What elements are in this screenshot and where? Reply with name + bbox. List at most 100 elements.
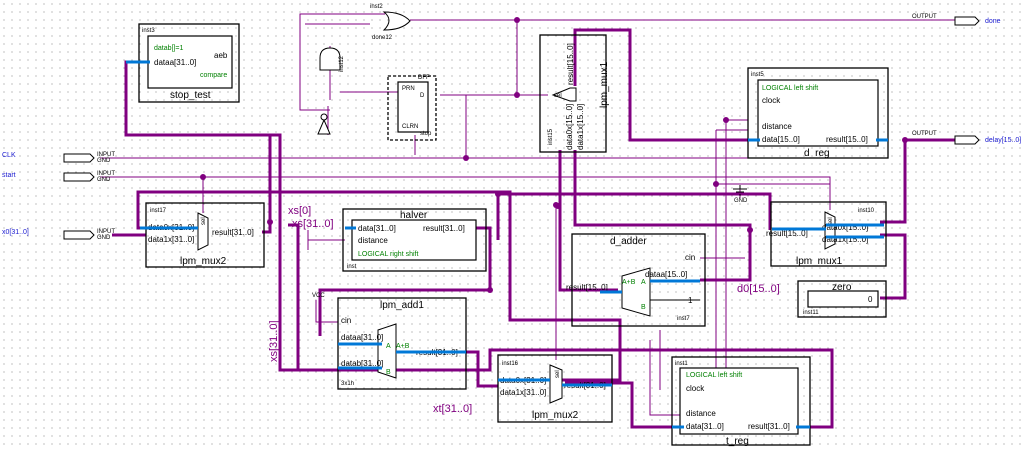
mux2-mid-title: lpm_mux2 [532,410,579,421]
svg-text:result[15..0]: result[15..0] [566,43,575,85]
svg-text:GND: GND [734,198,748,204]
not-gate[interactable] [317,113,331,135]
svg-text:OUTPUT: OUTPUT [912,14,937,20]
svg-text:cin: cin [685,253,695,262]
svg-text:inst5: inst5 [751,72,764,78]
input-start[interactable]: INPUT GND start [2,171,115,183]
input-clk[interactable]: INPUT GND CLK [2,152,115,164]
svg-text:A: A [641,279,646,286]
svg-text:data1x[31..0]: data1x[31..0] [148,235,194,244]
svg-text:INPUT: INPUT [97,171,115,177]
d-reg-block[interactable]: inst5 LOGICAL left shift clock distance … [747,67,889,159]
and-gate[interactable]: inst12 [319,47,345,72]
svg-text:B: B [386,369,391,376]
lpm-add1-title: lpm_add1 [380,300,424,311]
svg-text:data1x[15..0]: data1x[15..0] [822,235,868,244]
or-gate[interactable]: inst2 done12 [370,4,411,41]
d-reg-title: d_reg [804,148,830,159]
wires [100,13,955,429]
svg-text:dataa[31..0]: dataa[31..0] [154,58,196,67]
svg-text:A+B: A+B [396,343,410,350]
svg-text:data1x[15..0]: data1x[15..0] [576,104,585,150]
d-adder-block[interactable]: d_adder cin dataa[15..0] result[15..0] A… [566,233,706,327]
svg-text:cin: cin [341,316,351,325]
lpm-mux1-top[interactable]: sel lpm_mux1 result[15..0] data0x[15..0]… [539,34,610,153]
svg-text:0: 0 [868,295,873,304]
svg-text:INPUT: INPUT [97,229,115,235]
lpm-mux2-left[interactable]: inst17 data0x[31..0] data1x[31..0] resul… [140,202,265,268]
svg-text:result[31..0]: result[31..0] [212,228,254,237]
svg-text:data1x[31..0]: data1x[31..0] [500,388,546,397]
svg-text:inst: inst [347,264,357,270]
svg-text:distance: distance [762,122,792,131]
svg-text:sel: sel [555,370,561,378]
stop-test-title: stop_test [170,90,211,101]
svg-text:inst12: inst12 [339,55,345,72]
svg-text:result[15..0]: result[15..0] [766,229,808,238]
halver-block[interactable]: inst halver data[31..0] distance result[… [342,208,487,272]
svg-text:datab[]=1: datab[]=1 [154,45,183,52]
svg-text:A: A [386,343,391,350]
net-labels: xs[0] xs[31..0] xs[31..0] xt[31..0] d0[1… [268,205,780,415]
t-reg-title: t_reg [726,436,749,447]
svg-text:inst10: inst10 [858,208,875,214]
net-xt: xt[31..0] [433,403,472,415]
svg-text:inst11: inst11 [803,310,819,316]
svg-text:data0x[15..0]: data0x[15..0] [822,223,868,232]
svg-text:result[15..0]: result[15..0] [826,135,868,144]
svg-text:LOGICAL left shift: LOGICAL left shift [686,372,742,379]
done-label: done [985,18,1001,25]
svg-text:A+B: A+B [622,279,636,286]
svg-text:compare: compare [200,72,227,79]
svg-text:sel: sel [554,93,562,99]
svg-text:result[31..0]: result[31..0] [748,422,790,431]
stop-test-block[interactable]: inst3 datab[]=1 dataa[31..0] aeb compare… [126,23,240,103]
output-delay[interactable]: OUTPUT delay[15..0] [912,131,1021,145]
svg-text:DFF: DFF [418,75,430,81]
t-reg-block[interactable]: inst1 LOGICAL left shift clock distance … [671,356,811,447]
mux2-left-title: lpm_mux2 [180,256,227,267]
dff-block[interactable]: DFF PRN D CLRN stop [387,75,437,141]
svg-text:data[15..0]: data[15..0] [762,135,800,144]
clk-label: CLK [2,152,16,159]
lpm-mux1-right[interactable]: inst10 data0x[15..0] data1x[15..0] resul… [766,201,887,267]
svg-text:result[31..0]: result[31..0] [423,224,465,233]
lpm-add1-block[interactable]: lpm_add1 cin dataa[31..0] datab[31..0] r… [312,293,467,390]
svg-text:GND: GND [97,235,111,241]
junction-dots [200,17,908,293]
svg-text:inst1: inst1 [675,361,688,367]
svg-text:PRN: PRN [402,86,415,92]
svg-text:CLRN: CLRN [402,124,418,130]
net-xs-vertical: xs[31..0] [268,320,280,362]
svg-text:inst15: inst15 [548,128,554,145]
output-done[interactable]: OUTPUT done [912,14,1001,26]
svg-text:aeb: aeb [214,51,228,60]
net-d0: d0[15..0] [737,283,780,295]
svg-text:data[31..0]: data[31..0] [358,224,396,233]
zero-title: zero [832,282,852,293]
svg-text:data[31..0]: data[31..0] [686,422,724,431]
zero-block[interactable]: zero 0 inst11 [797,280,887,318]
svg-text:sel: sel [828,217,834,225]
svg-text:VCC: VCC [312,293,325,299]
svg-text:distance: distance [358,236,388,245]
svg-text:OUTPUT: OUTPUT [912,131,937,137]
svg-text:LOGICAL left shift: LOGICAL left shift [762,85,818,92]
lpm-mux2-mid[interactable]: inst16 data0x[31..0] data1x[31..0] resul… [497,354,613,423]
svg-text:inst3: inst3 [142,28,155,34]
svg-text:inst17: inst17 [150,208,167,214]
svg-text:clock: clock [762,96,781,105]
svg-text:distance: distance [686,409,716,418]
gnd-symbol: GND [733,185,748,204]
svg-text:GND: GND [97,177,111,183]
svg-text:data0x[15..0]: data0x[15..0] [565,104,574,150]
svg-text:done12: done12 [372,35,393,41]
svg-text:stop: stop [420,131,432,137]
svg-text:3x1h: 3x1h [341,381,354,387]
input-x0[interactable]: INPUT GND x0[31..0] [2,229,115,241]
svg-text:clock: clock [686,384,705,393]
x0-label: x0[31..0] [2,229,29,236]
svg-text:result[15..0]: result[15..0] [566,283,608,292]
net-xs: xs[31..0] [292,218,334,230]
